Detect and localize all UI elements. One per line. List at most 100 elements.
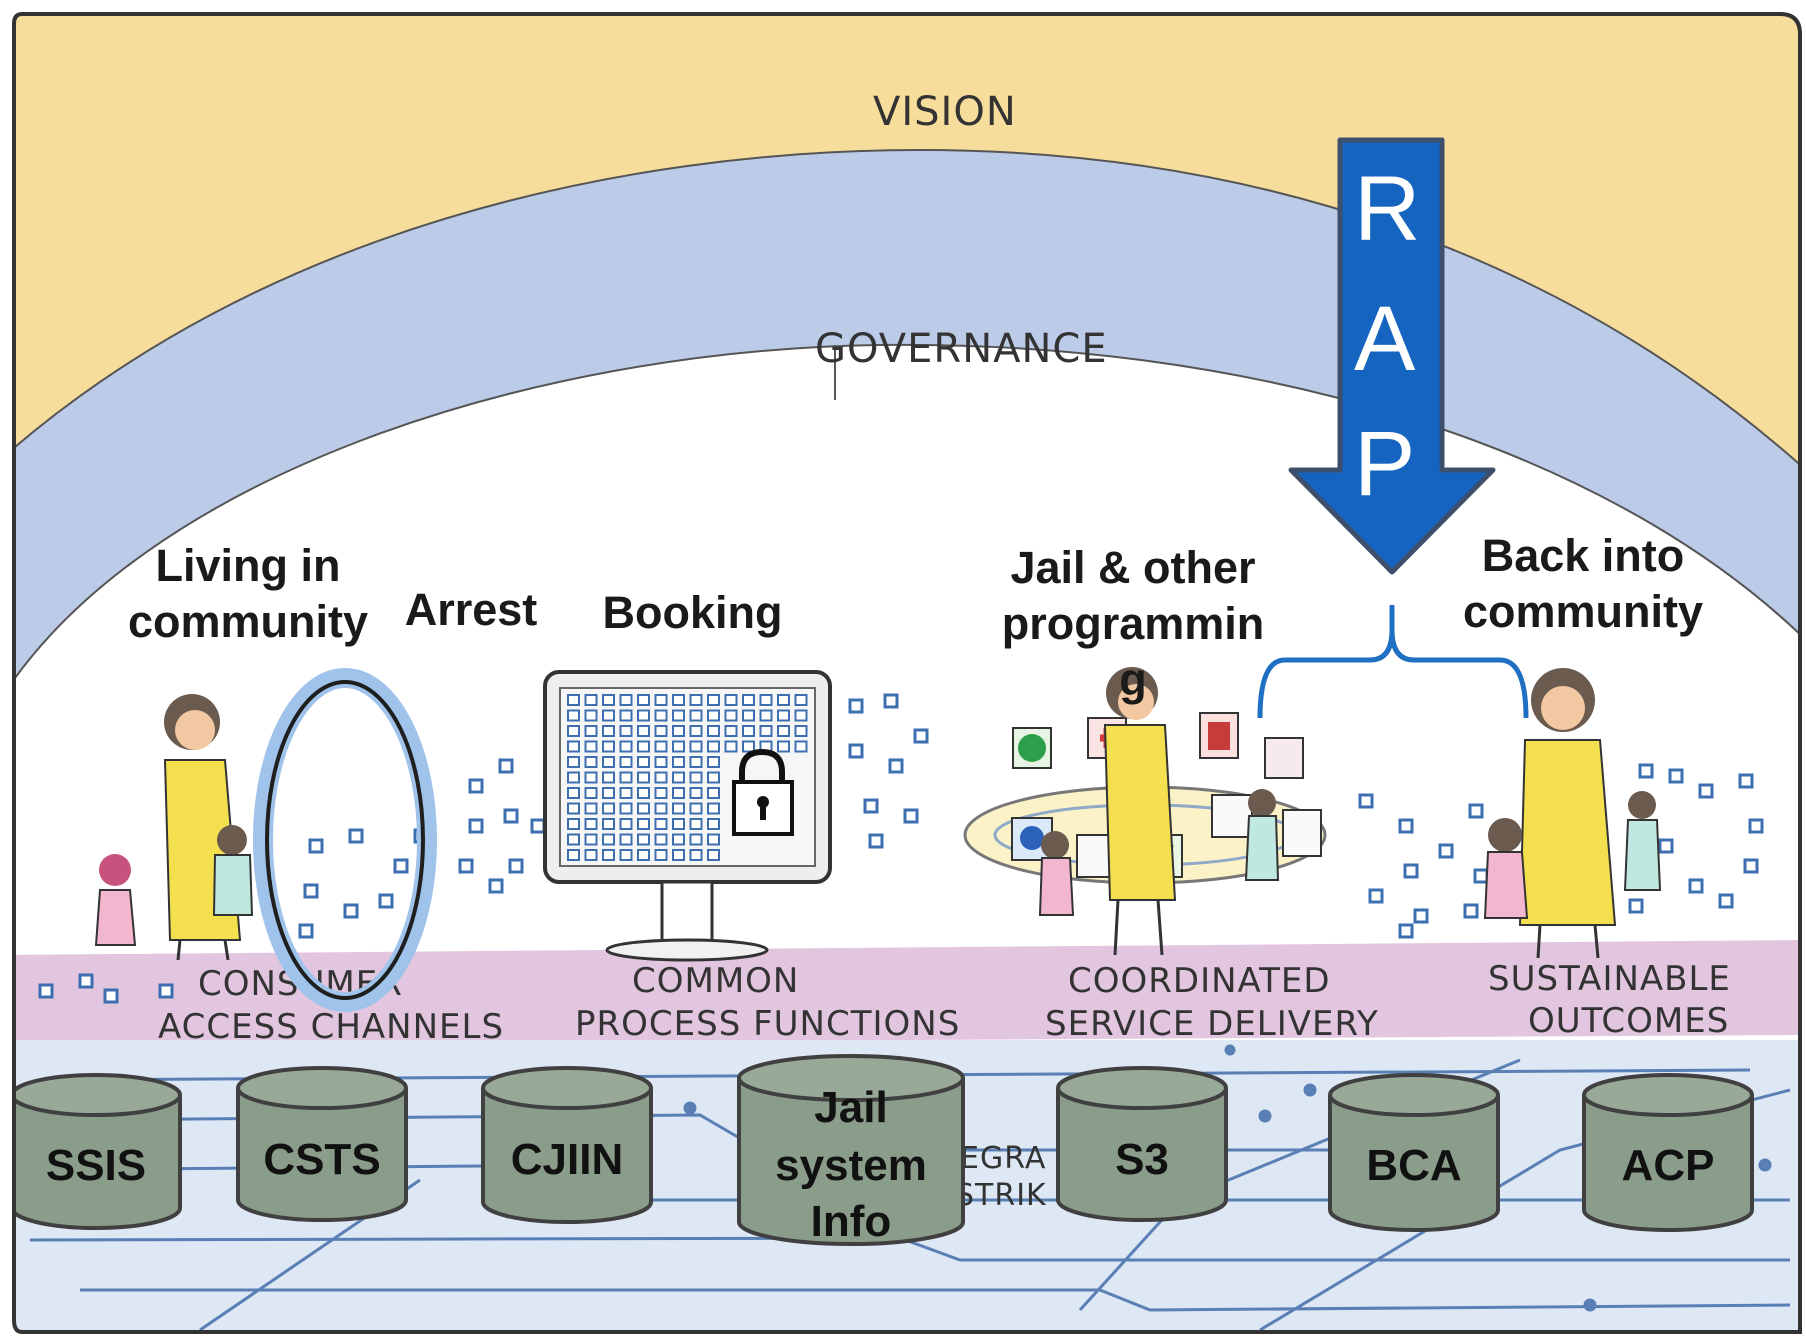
monitor-cell <box>637 802 650 815</box>
monitor-cell <box>689 833 703 846</box>
rap-letter-a: A <box>1354 288 1416 390</box>
monitor-cell <box>654 694 668 706</box>
monitor-cell <box>619 802 633 815</box>
monitor-cell <box>689 771 703 784</box>
database-label-s3: S3 <box>1115 1135 1169 1184</box>
monitor-cell <box>672 771 685 784</box>
monitor-cell <box>672 787 685 799</box>
monitor-cell <box>567 802 580 815</box>
band-outlines <box>14 148 1800 701</box>
monitor-cell <box>777 740 790 753</box>
monitor-cell <box>637 694 650 706</box>
monitor-cell <box>707 818 720 830</box>
stage-back-line1: Back into <box>1481 530 1685 581</box>
monitor-cell <box>619 756 633 768</box>
monitor-cell <box>637 709 650 722</box>
monitor-cell <box>742 740 755 753</box>
stage-label-jail-programming: Jail & other programmin g <box>978 540 1288 708</box>
monitor-cell <box>707 725 720 737</box>
monitor-cell <box>584 849 598 861</box>
rap-letter-p: P <box>1354 413 1415 515</box>
monitor-cell <box>584 771 598 784</box>
monitor-cell <box>689 725 703 737</box>
rap-arrow: R A P <box>1288 137 1496 575</box>
monitor-cell <box>637 756 650 768</box>
monitor-cell <box>724 694 738 706</box>
stage-jail-line1: Jail & other <box>1010 542 1256 593</box>
monitor-cell <box>637 725 650 737</box>
monitor-cell <box>602 740 615 753</box>
monitor-cell <box>567 756 580 768</box>
monitor-cell <box>742 709 755 722</box>
monitor-cell <box>689 818 703 830</box>
monitor-cell <box>602 849 615 861</box>
monitor-cell <box>602 771 615 784</box>
database-label-csts: CSTS <box>263 1135 380 1184</box>
monitor-cell <box>619 694 633 706</box>
monitor-cell <box>637 818 650 830</box>
function-common-line1: COMMON <box>632 961 799 1001</box>
diagram-frame <box>12 12 1802 1334</box>
monitor-cell <box>567 740 580 753</box>
monitor-cell <box>689 849 703 861</box>
infrastructure-label: STRIK <box>955 1178 1047 1213</box>
monitor-cell <box>602 787 615 799</box>
function-labels: CONSUMER ACCESS CHANNELS COMMON PROCESS … <box>158 959 1730 1047</box>
access-portal <box>253 668 437 1012</box>
monitor-cell <box>637 787 650 799</box>
monitor-cell <box>654 756 668 768</box>
monitor-cell <box>584 818 598 830</box>
monitor-cell <box>637 740 650 753</box>
monitor-cell <box>619 740 633 753</box>
monitor-cell <box>584 833 598 846</box>
monitor-cell <box>707 694 720 706</box>
stage-label-living-in-community: Living in community <box>108 538 388 650</box>
database-label-jail-line2: system <box>775 1141 927 1190</box>
monitor-cell <box>672 818 685 830</box>
stage-back-line2: community <box>1462 586 1704 637</box>
monitor-cell <box>584 740 598 753</box>
monitor-cell <box>654 709 668 722</box>
monitor-cell <box>689 694 703 706</box>
monitor-cell <box>637 833 650 846</box>
database-csts: CSTS <box>236 1066 408 1222</box>
database-label-ssis: SSIS <box>46 1141 146 1190</box>
monitor-cell <box>567 694 580 706</box>
monitor-cell <box>759 694 773 706</box>
stage-label-back-into-community: Back into community <box>1438 528 1728 640</box>
monitor-cell <box>584 694 598 706</box>
monitor-cell <box>742 694 755 706</box>
database-bca: BCA <box>1328 1073 1500 1232</box>
family-figures-start <box>94 694 254 961</box>
stage-jail-line2: programmin <box>1001 598 1265 649</box>
monitor-cell <box>584 756 598 768</box>
database-cjiin: CJIIN <box>481 1066 653 1224</box>
booking-monitor <box>543 670 832 962</box>
monitor-cell <box>672 740 685 753</box>
monitor-cell <box>777 709 790 722</box>
monitor-cell <box>777 725 790 737</box>
monitor-cell <box>724 725 738 737</box>
monitor-cell <box>707 709 720 722</box>
vision-label: VISION <box>873 89 1017 135</box>
monitor-cell <box>672 802 685 815</box>
monitor-cell <box>637 849 650 861</box>
database-jail-system-info: Jail system Info <box>737 1054 965 1246</box>
monitor-cell <box>567 709 580 722</box>
rap-letter-r: R <box>1354 158 1420 260</box>
monitor-cell <box>584 709 598 722</box>
monitor-cell <box>689 709 703 722</box>
monitor-cell <box>654 771 668 784</box>
monitor-cell <box>567 771 580 784</box>
function-common-line2: PROCESS FUNCTIONS <box>575 1004 960 1044</box>
stage-label-booking: Booking <box>585 585 800 641</box>
monitor-cell <box>672 709 685 722</box>
database-label-jail-line3: Info <box>811 1197 892 1246</box>
stage-booking-line1: Booking <box>602 587 783 638</box>
monitor-cell <box>619 709 633 722</box>
monitor-cell <box>742 725 755 737</box>
database-s3: S3 <box>1056 1066 1228 1222</box>
monitor-cell <box>602 709 615 722</box>
monitor-cell <box>584 725 598 737</box>
